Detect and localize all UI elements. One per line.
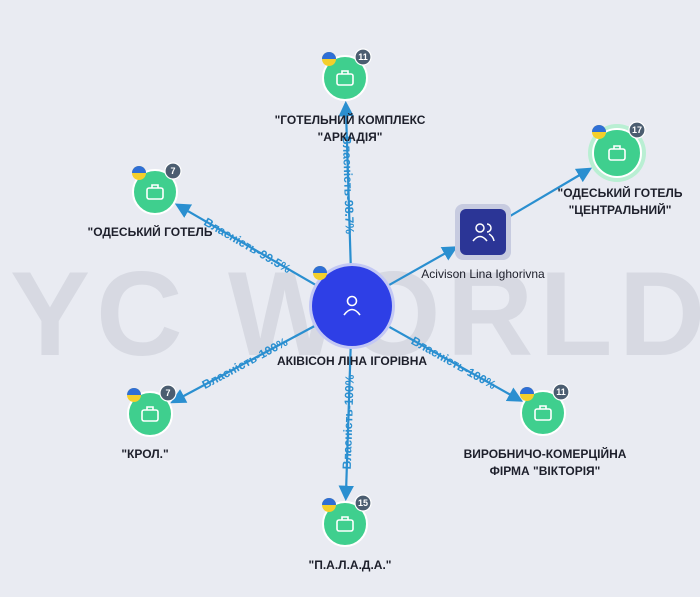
company-label-line: ВИРОБНИЧО-КОМЕРЦІЙНА <box>463 447 627 461</box>
person-icon <box>343 295 361 316</box>
count-badge <box>164 162 182 180</box>
count-badge-text: 11 <box>358 52 368 62</box>
company-node-palada[interactable]: 15 <box>322 494 372 547</box>
alias-person-node[interactable] <box>455 204 511 260</box>
edge-tsentralnyi[interactable] <box>506 167 593 219</box>
company-circle <box>127 391 173 437</box>
ukraine-flag-icon <box>127 388 141 402</box>
company-label-line: "АРКАДІЯ" <box>317 130 383 144</box>
company-label-palada[interactable]: "П.А.Л.А.Д.А." <box>240 557 460 574</box>
company-label-viktoriya[interactable]: ВИРОБНИЧО-КОМЕРЦІЙНА ФІРМА "ВІКТОРІЯ" <box>435 446 655 480</box>
ukraine-flag-icon <box>313 266 327 280</box>
briefcase-icon <box>336 516 354 532</box>
edge-palada-label: Власність-100% <box>340 374 357 470</box>
edge-alias[interactable] <box>386 246 458 288</box>
count-badge-text: 15 <box>358 498 368 508</box>
company-label-line: "ЦЕНТРАЛЬНИЙ" <box>568 203 672 217</box>
center-person-label[interactable]: АКІВІСОН ЛІНА ІГОРІВНА <box>276 354 428 368</box>
people-icon <box>472 223 495 242</box>
edge-odeskyi[interactable] <box>174 203 318 287</box>
nodes-layer: 11 7 17 7 11 15 <box>127 48 646 547</box>
company-circle <box>520 390 566 436</box>
briefcase-icon <box>141 406 159 422</box>
count-badge <box>354 48 372 66</box>
company-node-arkadiya[interactable]: 11 <box>322 48 372 101</box>
alias-node-box <box>460 209 506 255</box>
company-label-arkadiya[interactable]: "ГОТЕЛЬНИЙ КОМПЛЕКС "АРКАДІЯ" <box>240 112 460 146</box>
company-label-line: "ГОТЕЛЬНИЙ КОМПЛЕКС <box>274 113 426 127</box>
company-label-line: "КРОЛ." <box>121 447 169 461</box>
briefcase-icon <box>336 70 354 86</box>
company-circle <box>132 169 178 215</box>
count-badge <box>628 121 646 139</box>
count-badge <box>354 494 372 512</box>
briefcase-icon <box>534 405 552 421</box>
company-node-odeskyi[interactable]: 7 <box>132 162 182 215</box>
count-badge-text: 7 <box>165 388 170 398</box>
count-badge-text: 11 <box>556 387 566 397</box>
briefcase-icon <box>146 184 164 200</box>
company-label-tsentralnyi[interactable]: "ОДЕСЬКИЙ ГОТЕЛЬ "ЦЕНТРАЛЬНИЙ" <box>510 185 700 219</box>
company-label-krol[interactable]: "КРОЛ." <box>35 446 255 463</box>
company-label-line: "ОДЕСЬКИЙ ГОТЕЛЬ <box>87 225 213 239</box>
count-badge <box>552 383 570 401</box>
count-badge-text: 17 <box>632 125 642 135</box>
ukraine-flag-icon <box>520 387 534 401</box>
company-label-line: "ОДЕСЬКИЙ ГОТЕЛЬ <box>557 186 683 200</box>
company-node-tsentralnyi[interactable]: 17 <box>588 121 646 182</box>
ukraine-flag-icon <box>322 498 336 512</box>
edge-krol[interactable] <box>170 323 318 404</box>
company-label-line: "П.А.Л.А.Д.А." <box>308 558 392 572</box>
briefcase-icon <box>608 145 626 161</box>
company-circle <box>322 501 368 547</box>
company-node-viktoriya[interactable]: 11 <box>520 383 570 436</box>
edge-palada[interactable] <box>338 345 354 502</box>
ukraine-flag-icon <box>592 125 606 139</box>
company-label-odeskyi[interactable]: "ОДЕСЬКИЙ ГОТЕЛЬ <box>40 224 260 241</box>
count-badge <box>159 384 177 402</box>
company-label-line: ФІРМА "ВІКТОРІЯ" <box>489 464 601 478</box>
edge-arkadiya[interactable] <box>338 100 354 267</box>
ukraine-flag-icon <box>132 166 146 180</box>
alias-person-label[interactable]: Acivison Lina Ighorivna <box>421 267 545 281</box>
edge-arkadiya-label: Власність-98.7% <box>340 136 357 235</box>
center-person-node[interactable] <box>309 263 395 349</box>
ukraine-flag-icon <box>322 52 336 66</box>
count-badge-text: 7 <box>170 166 175 176</box>
edge-viktoriya[interactable] <box>386 324 524 402</box>
company-node-krol[interactable]: 7 <box>127 384 177 437</box>
company-circle <box>592 128 642 178</box>
company-circle <box>322 55 368 101</box>
